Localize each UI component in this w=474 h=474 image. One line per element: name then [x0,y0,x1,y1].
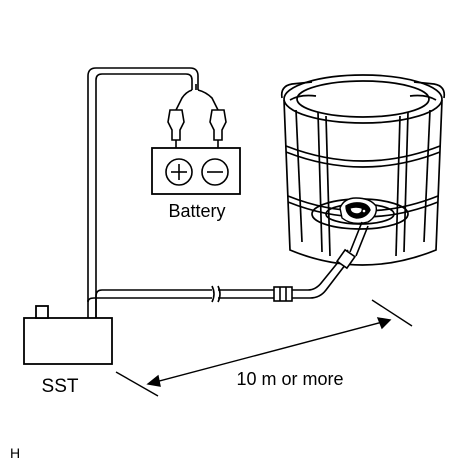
sst-device [23,305,113,365]
drum-wire [335,221,369,270]
battery [151,109,241,195]
upper-wire [87,67,219,330]
distance-indicator [115,299,413,397]
battery-label: Battery [168,201,225,221]
sst-label: SST [42,376,79,397]
negative-terminal-icon [201,158,229,186]
lower-wire [87,249,353,330]
positive-terminal-icon [165,158,193,186]
airbag-module [339,197,378,225]
disposal-drum [280,74,446,266]
corner-code: H [10,445,20,461]
distance-label: 10 m or more [236,369,343,389]
